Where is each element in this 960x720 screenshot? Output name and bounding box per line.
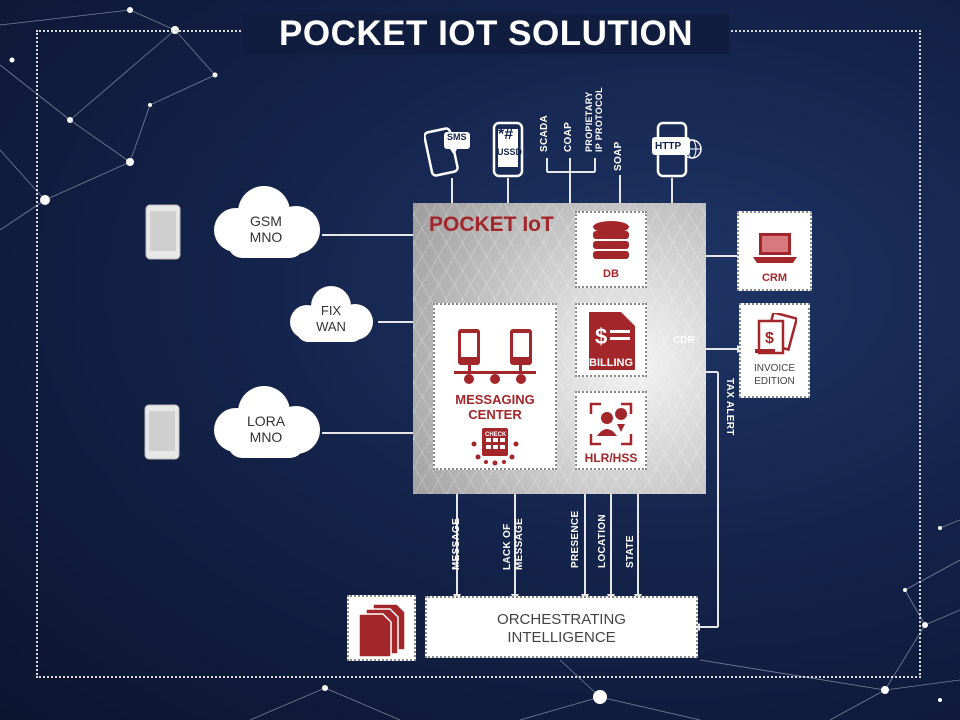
check-label: CHECK	[485, 432, 507, 438]
state-flow-label: STATE	[625, 535, 636, 568]
crm-box[interactable]: CRM	[737, 211, 812, 291]
coap-label: COAP	[563, 121, 574, 152]
laptop-icon	[752, 233, 797, 263]
messaging-center-label: MESSAGING CENTER	[435, 392, 555, 422]
wan-text: WAN	[316, 319, 346, 334]
lora-cloud-icon	[214, 386, 320, 458]
center-text: CENTER	[468, 407, 522, 422]
sms-phone-icon	[424, 127, 470, 177]
documents-box[interactable]	[347, 595, 416, 661]
db-module[interactable]: DB	[575, 211, 647, 288]
ussd-symbol: *#	[498, 126, 514, 143]
subscriber-location-icon	[589, 402, 633, 446]
gsm-text: GSM	[250, 213, 282, 229]
invoice-label: INVOICE EDITION	[741, 362, 808, 388]
lora-device-icon	[144, 404, 180, 460]
lora-text: LORA	[246, 413, 286, 429]
invoice-icon: $	[754, 310, 798, 355]
proprietary-label-line1: PROPIETARY	[584, 91, 594, 152]
billing-label: BILLING	[589, 357, 633, 369]
sms-label: SMS	[447, 132, 467, 142]
svg-text:$: $	[765, 330, 774, 347]
orchestrating-text: ORCHESTRATING	[497, 611, 626, 628]
scada-label: SCADA	[539, 114, 550, 152]
http-phone-icon	[652, 121, 702, 178]
proprietary-label-line2: IP PROTOCOL	[594, 87, 604, 152]
edition-text: EDITION	[754, 376, 795, 387]
panel-title: POCKET IoT	[429, 213, 554, 236]
lack-of-message-label-line1: LACK OF	[502, 523, 513, 570]
connected-phones-icon	[454, 329, 536, 384]
soap-label: SOAP	[613, 141, 624, 171]
gsm-device-icon	[145, 204, 181, 260]
invoice-edition-box[interactable]: $ INVOICE EDITION	[739, 303, 810, 398]
tax-alert-label: TAX ALERT	[724, 378, 735, 436]
check-keypad-icon	[471, 428, 519, 466]
fix-text: FIX	[320, 303, 342, 318]
cdr-label: CDR	[673, 335, 695, 346]
intelligence-text: INTELLIGENCE	[507, 629, 616, 646]
messaging-text: MESSAGING	[455, 392, 535, 407]
lack-of-message-label-line2: MESSAGE	[514, 517, 525, 570]
crm-label: CRM	[761, 272, 788, 284]
svg-text:$: $	[595, 324, 607, 349]
messaging-center-module[interactable]: MESSAGING CENTER	[433, 303, 557, 470]
lora-mno-text: MNO	[249, 429, 283, 445]
database-icon	[593, 221, 629, 259]
lora-cloud-label: LORA MNO	[236, 413, 296, 445]
gsm-mno-text: MNO	[249, 229, 283, 245]
orchestrating-intelligence-box[interactable]: ORCHESTRATING INTELLIGENCE	[425, 596, 698, 658]
documents-icon	[358, 603, 406, 658]
ussd-phone-icon	[492, 121, 524, 178]
gsm-cloud-label: GSM MNO	[236, 213, 296, 245]
message-flow-label: MESSAGE	[451, 517, 462, 570]
ussd-label: USSD	[497, 147, 523, 157]
http-label: HTTP	[655, 141, 682, 152]
db-label: DB	[603, 268, 619, 280]
page-title: POCKET IOT SOLUTION	[243, 14, 729, 54]
hlr-hss-label: HLR/HSS	[584, 451, 638, 465]
hlr-hss-module[interactable]: HLR/HSS	[575, 391, 647, 470]
gsm-cloud-icon	[214, 186, 320, 258]
invoice-text: INVOICE	[753, 363, 796, 374]
fix-cloud-icon	[290, 286, 373, 342]
location-flow-label: LOCATION	[597, 514, 608, 568]
fix-cloud-label: FIX WAN	[301, 303, 361, 335]
presence-flow-label: PRESENCE	[570, 510, 581, 568]
billing-module[interactable]: $ BILLING	[575, 303, 647, 377]
billing-icon: $	[589, 312, 635, 370]
